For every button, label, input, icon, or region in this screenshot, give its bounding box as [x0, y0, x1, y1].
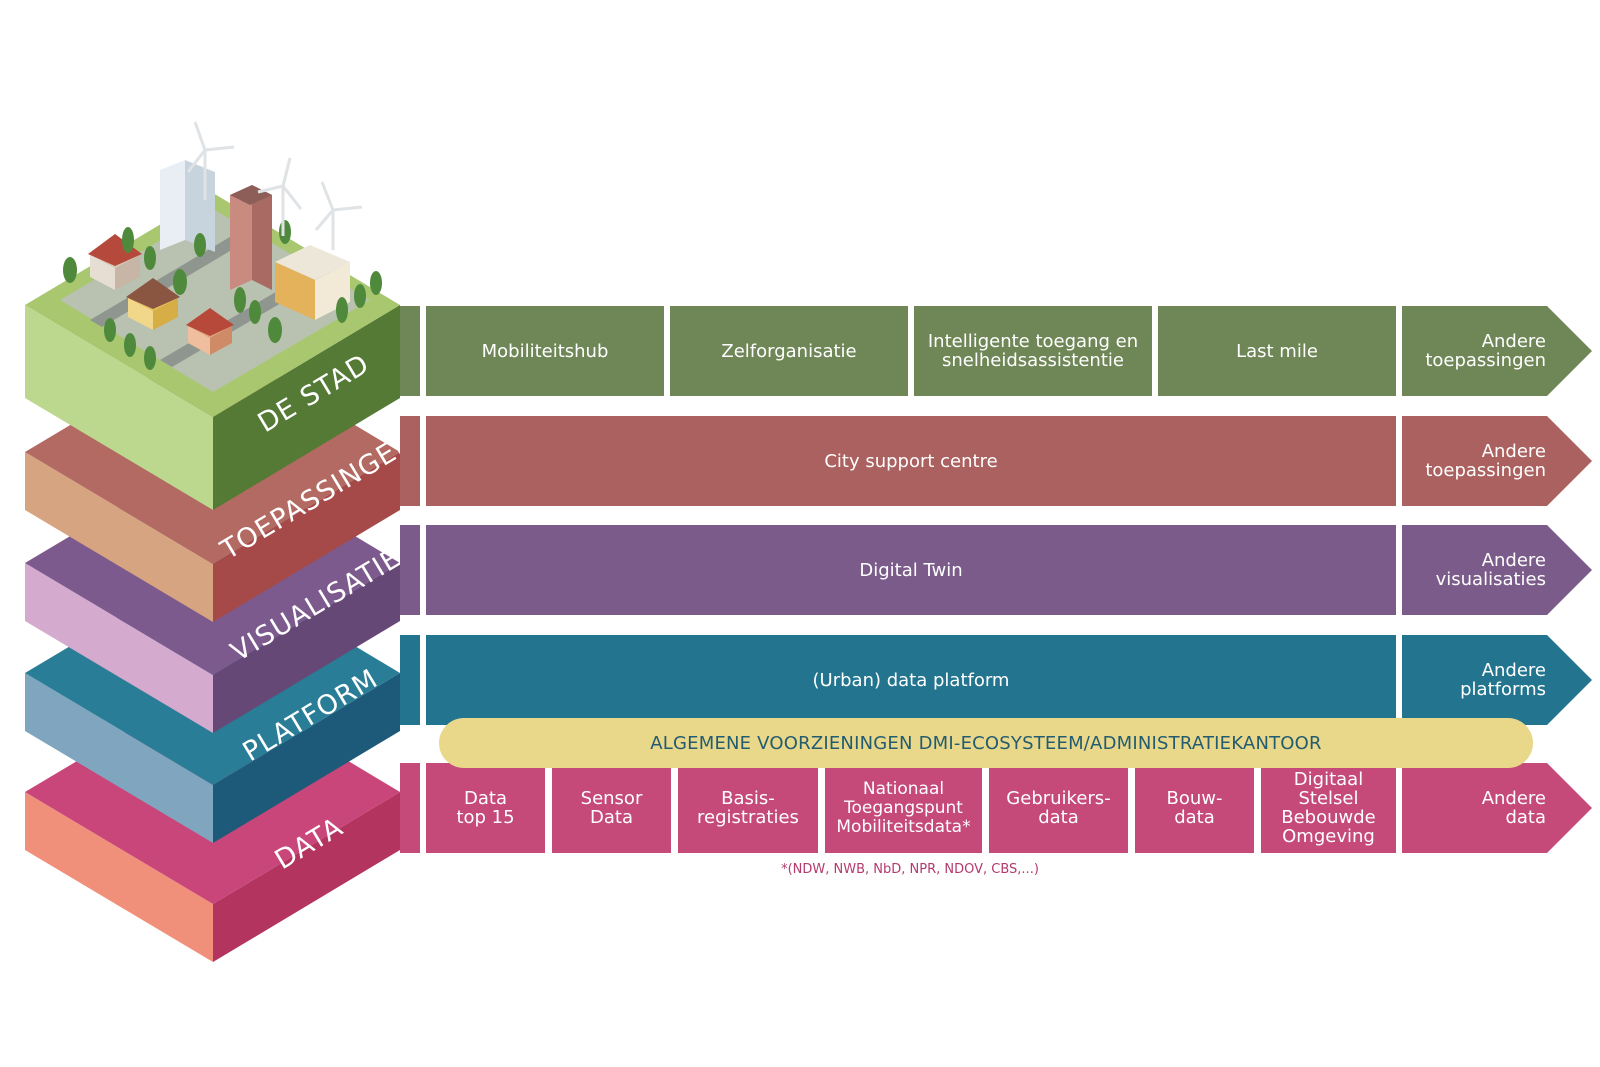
stad-cell-mobiliteitshub: Mobiliteitshub — [426, 306, 664, 396]
stad-cell-zelforganisatie: Zelforganisatie — [670, 306, 908, 396]
arrow-shape — [1402, 416, 1592, 506]
arrow-label: Andere toepassingen — [1425, 331, 1546, 371]
arrow-label: Andere toepassingen — [1425, 441, 1546, 481]
visualisatie-arrow-andere-visualisaties: Andere visualisaties — [1402, 525, 1592, 615]
data-arrow-andere-data: Andere data — [1402, 763, 1592, 853]
data-cell-nationaal-toegangspunt: Nationaal Toegangspunt Mobiliteitsdata* — [825, 763, 982, 853]
data-cell-sensor-data: Sensor Data — [552, 763, 671, 853]
stub-toepassingen — [400, 416, 420, 506]
platform-cell-urban-data-platform: (Urban) data platform — [426, 635, 1396, 725]
data-footnote: *(NDW, NWB, NbD, NPR, NDOV, CBS,...) — [781, 862, 1039, 877]
stub-data — [400, 763, 420, 853]
layer-stack: DE STAD TOEPASSINGEN VISUALISATIE PLATFO… — [25, 121, 421, 962]
arrow-shape — [1402, 306, 1592, 396]
stad-arrow-andere-toepassingen: Andere toepassingen — [1402, 306, 1592, 396]
toepassingen-arrow-andere-toepassingen: Andere toepassingen — [1402, 416, 1592, 506]
data-cell-basisregistraties: Basis- registraties — [678, 763, 818, 853]
stub-visualisatie — [400, 525, 420, 615]
stub-platform — [400, 635, 420, 725]
arrow-label: Andere platforms — [1460, 660, 1546, 700]
stub-de-stad — [400, 306, 420, 396]
data-cell-data-top-15: Data top 15 — [426, 763, 545, 853]
stad-cell-intelligente-toegang: Intelligente toegang en snelheidsassiste… — [914, 306, 1152, 396]
data-cell-digitaal-stelsel: Digitaal Stelsel Bebouwde Omgeving — [1261, 763, 1396, 853]
arrow-shape — [1402, 763, 1592, 853]
arrow-shape — [1402, 525, 1592, 615]
platform-arrow-andere-platforms: Andere platforms — [1402, 635, 1592, 725]
data-cell-gebruikersdata: Gebruikers- data — [989, 763, 1128, 853]
city-block-illustration — [60, 121, 382, 392]
data-cell-bouwdata: Bouw- data — [1135, 763, 1254, 853]
algemene-voorzieningen-banner: ALGEMENE VOORZIENINGEN DMI-ECOSYSTEEM/AD… — [439, 718, 1533, 768]
visualisatie-cell-digital-twin: Digital Twin — [426, 525, 1396, 615]
arrow-label: Andere visualisaties — [1435, 550, 1546, 590]
stad-cell-last-mile: Last mile — [1158, 306, 1396, 396]
arrow-shape — [1402, 635, 1592, 725]
arrow-label: Andere data — [1481, 788, 1546, 828]
toepassingen-cell-city-support-centre: City support centre — [426, 416, 1396, 506]
